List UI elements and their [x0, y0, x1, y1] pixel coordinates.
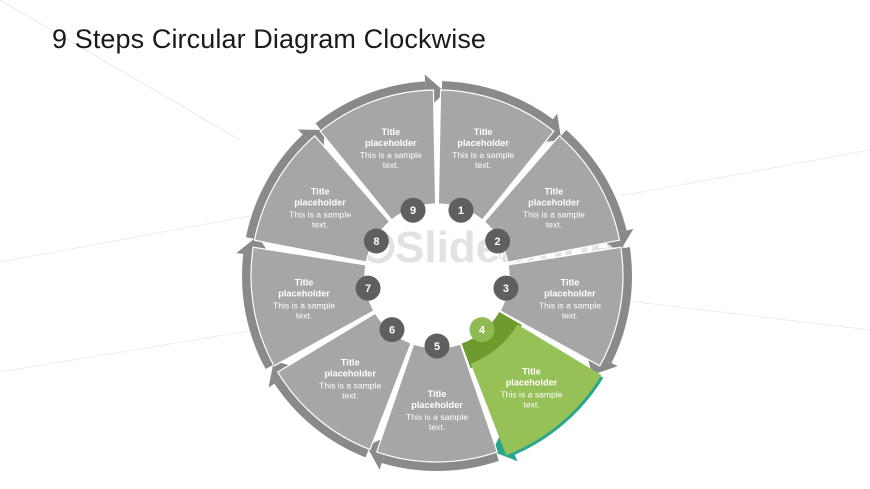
step-number-circle-7[interactable]	[355, 275, 381, 301]
step-number-label-1: 1	[458, 205, 464, 217]
step-number-circle-9[interactable]	[400, 197, 426, 223]
step-number-circle-6[interactable]	[379, 317, 405, 343]
segment-text-line2: text.	[562, 310, 578, 320]
step-number-circle-3[interactable]	[493, 275, 519, 301]
segment-title-line1: Title	[474, 127, 493, 137]
step-number-1[interactable]: 1	[448, 197, 474, 223]
segment-text-line2: text.	[296, 310, 312, 320]
step-number-label-8: 8	[373, 236, 379, 248]
segment-shape-4[interactable]	[470, 324, 602, 456]
segment-title-line2: placeholder	[324, 368, 376, 378]
step-number-label-2: 2	[495, 236, 501, 248]
segment-title-line2: placeholder	[294, 198, 346, 208]
step-number-label-6: 6	[389, 325, 395, 337]
segment-title-line1: Title	[311, 187, 330, 197]
segment-title-line1: Title	[381, 127, 400, 137]
segment-title-line2: placeholder	[411, 400, 463, 410]
segment-title-line1: Title	[522, 367, 541, 377]
segment-title-line2: placeholder	[528, 198, 580, 208]
segment-text-line1: This is a sample	[273, 300, 335, 310]
step-number-5[interactable]: 5	[424, 333, 450, 359]
step-number-4[interactable]: 4	[469, 317, 495, 343]
segment-text-line1: This is a sample	[500, 390, 562, 400]
segment-title-line1: Title	[295, 277, 314, 287]
segment-text-line2: text.	[342, 390, 358, 400]
segment-title-line1: Title	[341, 357, 360, 367]
segment-title-line1: Title	[428, 389, 447, 399]
segment-text-line2: text.	[312, 220, 328, 230]
segment-text-line1: This is a sample	[452, 150, 514, 160]
segment-text-line2: text.	[429, 422, 445, 432]
segment-text-line2: text.	[546, 220, 562, 230]
step-number-label-7: 7	[365, 283, 371, 295]
page-title: 9 Steps Circular Diagram Clockwise	[52, 24, 487, 54]
number-ring: 1 2 3 4 5 6 7 8 9	[355, 197, 519, 359]
segment-text-line1: This is a sample	[289, 210, 351, 220]
segment-title-line1: Title	[561, 277, 580, 287]
step-number-circle-5[interactable]	[424, 333, 450, 359]
step-number-8[interactable]: 8	[363, 228, 389, 254]
segment-text-line1: This is a sample	[539, 300, 601, 310]
segment-text-line1: This is a sample	[360, 150, 422, 160]
segment-title-line2: placeholder	[365, 138, 417, 148]
step-number-circle-8[interactable]	[363, 228, 389, 254]
segment-text-line2: text.	[523, 400, 539, 410]
segment-title-line2: placeholder	[506, 378, 558, 388]
segment-text-line1: This is a sample	[406, 412, 468, 422]
segment-title-line2: placeholder	[457, 138, 509, 148]
step-number-9[interactable]: 9	[400, 197, 426, 223]
segment-text-line2: text.	[475, 160, 491, 170]
step-number-6[interactable]: 6	[379, 317, 405, 343]
segment-text-line1: This is a sample	[319, 380, 381, 390]
step-number-7[interactable]: 7	[355, 275, 381, 301]
step-number-circle-1[interactable]	[448, 197, 474, 223]
step-number-2[interactable]: 2	[485, 228, 511, 254]
step-number-circle-2[interactable]	[485, 228, 511, 254]
step-number-circle-4[interactable]	[469, 317, 495, 343]
segment-text-line2: text.	[383, 160, 399, 170]
segment-text-line1: This is a sample	[523, 210, 585, 220]
segment-title-line1: Title	[545, 187, 564, 197]
segment-4-inner-accent	[461, 312, 522, 369]
step-number-label-5: 5	[434, 341, 440, 353]
segment-title-line2: placeholder	[544, 288, 596, 298]
step-number-3[interactable]: 3	[493, 275, 519, 301]
step-number-label-3: 3	[503, 283, 509, 295]
segment-title-line2: placeholder	[278, 288, 330, 298]
step-number-label-4: 4	[479, 325, 486, 337]
step-number-label-9: 9	[410, 205, 416, 217]
